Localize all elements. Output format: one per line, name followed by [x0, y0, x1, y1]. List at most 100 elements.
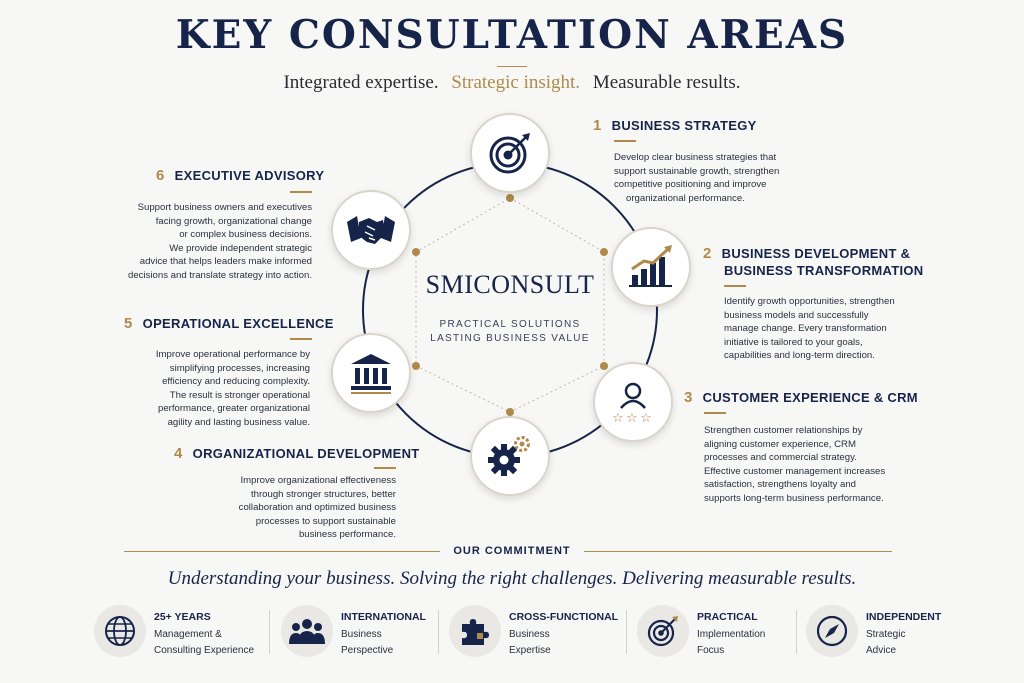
- area-6-title-text: EXECUTIVE ADVISORY: [174, 168, 325, 183]
- area-3-desc-line: aligning customer experience, CRM: [704, 438, 856, 450]
- node-executive-advisory: [331, 190, 411, 270]
- subtitle-part-1: Integrated expertise.: [283, 72, 439, 93]
- area-3-rule: [704, 412, 726, 414]
- node-organizational-development: [470, 416, 550, 496]
- area-5-number: 5: [124, 315, 133, 332]
- area-1-number: 1: [593, 117, 602, 134]
- target-arrow-icon: [637, 605, 689, 657]
- area-6-desc-line: We provide independent strategic: [169, 242, 312, 254]
- feature-divider: [438, 610, 439, 654]
- tagline-line-1: PRACTICAL SOLUTIONS: [439, 319, 581, 330]
- area-2-title-line-2: BUSINESS TRANSFORMATION: [724, 263, 924, 278]
- area-6-number: 6: [156, 167, 165, 184]
- area-4-desc-line: processes to support sustainable: [255, 515, 396, 527]
- feature-line-2: Expertise: [509, 645, 551, 656]
- area-4-desc-line: business performance.: [298, 529, 396, 541]
- node-operational-excellence: [331, 333, 411, 413]
- connector-dot-upper-right: [600, 248, 608, 256]
- feature-line-2: Focus: [697, 645, 725, 656]
- brand-tagline: PRACTICAL SOLUTIONS LASTING BUSINESS VAL…: [400, 318, 620, 346]
- people-group-icon: [281, 605, 333, 657]
- node-business-strategy: [470, 113, 550, 193]
- tagline-line-2: LASTING BUSINESS VALUE: [430, 333, 590, 344]
- customer-rating-icon: ☆ ☆ ☆: [612, 382, 652, 426]
- area-2-desc-line: initiative is tailored to your goals,: [724, 336, 863, 348]
- area-4-title-text: ORGANIZATIONAL DEVELOPMENT: [192, 446, 420, 461]
- feature-line-1: Strategic: [866, 629, 906, 640]
- connector-dot-bottom: [506, 408, 514, 416]
- area-2-desc-line: manage change. Every transformation: [724, 323, 887, 335]
- area-3-desc-line: supports long-term business performance.: [704, 492, 884, 504]
- feature-line-1: Management &: [154, 629, 222, 640]
- connector-dot-top: [506, 194, 514, 202]
- area-2-description: Identify growth opportunities, strengthe…: [724, 295, 934, 363]
- page-subtitle: Integrated expertise. Strategic insight.…: [0, 72, 1024, 94]
- area-2-number: 2: [703, 245, 712, 262]
- feature-title: 25+ YEARS: [154, 611, 211, 623]
- area-1-desc-line: organizational performance.: [626, 192, 745, 204]
- globe-icon: [94, 605, 146, 657]
- area-6-description: Support business owners and executives f…: [100, 201, 312, 283]
- feature-title: INDEPENDENT: [866, 611, 942, 623]
- area-2-title: 2 BUSINESS DEVELOPMENT &: [703, 245, 910, 262]
- area-4-number: 4: [174, 445, 183, 462]
- node-customer-experience: ☆ ☆ ☆: [593, 362, 673, 442]
- area-3-title-text: CUSTOMER EXPERIENCE & CRM: [702, 390, 918, 405]
- area-5-rule: [290, 338, 312, 340]
- brand-name: SMICONSULT: [425, 270, 595, 299]
- area-6-desc-line: Support business owners and executives: [137, 202, 312, 213]
- area-4-title: 4 ORGANIZATIONAL DEVELOPMENT: [174, 445, 420, 462]
- area-1-desc-line: support sustainable growth, strengthen: [614, 165, 780, 177]
- feature-line-2: Perspective: [341, 645, 394, 656]
- title-divider: [497, 66, 527, 67]
- area-6-desc-line: advice that helps leaders make informed: [139, 256, 312, 268]
- area-1-desc-line: Develop clear business strategies that: [614, 152, 777, 163]
- area-4-desc-line: through stronger structures, better: [250, 488, 396, 500]
- area-4-description: Improve organizational effectiveness thr…: [180, 474, 396, 542]
- feature-line-1: Business: [341, 629, 382, 640]
- feature-line-1: Business: [509, 629, 550, 640]
- area-2-desc-line: capabilities and long-term direction.: [724, 350, 875, 362]
- area-6-desc-line: or complex business decisions.: [179, 229, 312, 241]
- gears-icon: [488, 436, 530, 476]
- area-1-description: Develop clear business strategies that s…: [614, 151, 814, 205]
- compass-icon: [806, 605, 858, 657]
- svg-text:☆: ☆: [626, 411, 638, 426]
- feature-title: INTERNATIONAL: [341, 611, 426, 623]
- area-3-desc-line: Strengthen customer relationships by: [704, 425, 863, 436]
- area-3-desc-line: satisfaction, strengthens loyalty and: [704, 479, 856, 491]
- area-5-description: Improve operational performance by simpl…: [110, 348, 310, 430]
- area-6-title: 6 EXECUTIVE ADVISORY: [156, 167, 324, 184]
- area-5-desc-line: agility and lasting business value.: [167, 416, 310, 428]
- area-5-desc-line: The result is stronger operational: [169, 389, 310, 401]
- area-4-desc-line: Improve organizational effectiveness: [240, 475, 396, 486]
- subtitle-part-2: Strategic insight.: [451, 72, 581, 93]
- dotted-hexagon: [415, 197, 605, 413]
- area-6-desc-line: decisions and translate strategy into ac…: [128, 269, 312, 281]
- puzzle-icon: [449, 605, 501, 657]
- svg-text:☆: ☆: [612, 411, 624, 426]
- area-6-rule: [290, 191, 312, 193]
- feature-international: INTERNATIONAL Business Perspective: [281, 605, 441, 659]
- area-1-title-text: BUSINESS STRATEGY: [611, 118, 757, 133]
- growth-chart-icon: [629, 245, 672, 287]
- commitment-statement: Understanding your business. Solving the…: [167, 568, 857, 589]
- area-3-description: Strengthen customer relationships by ali…: [704, 424, 924, 506]
- area-1-rule: [614, 140, 636, 142]
- feature-line-1: Implementation: [697, 629, 766, 640]
- feature-divider: [796, 610, 797, 654]
- area-2-title-text: BUSINESS DEVELOPMENT &: [721, 246, 911, 261]
- area-3-desc-line: Effective customer management increases: [704, 465, 886, 477]
- feature-divider: [269, 610, 270, 654]
- area-5-desc-line: efficiency and reducing complexity.: [162, 376, 310, 388]
- commitment-rule-left: [124, 551, 440, 552]
- feature-title: CROSS-FUNCTIONAL: [509, 611, 619, 623]
- institution-icon: [351, 354, 391, 394]
- feature-divider: [626, 610, 627, 654]
- feature-cross-functional: CROSS-FUNCTIONAL Business Expertise: [449, 605, 619, 659]
- feature-independent: INDEPENDENT Strategic Advice: [806, 605, 966, 659]
- handshake-icon: [347, 216, 395, 244]
- commitment-rule-right: [584, 551, 892, 552]
- area-2-rule: [724, 285, 746, 287]
